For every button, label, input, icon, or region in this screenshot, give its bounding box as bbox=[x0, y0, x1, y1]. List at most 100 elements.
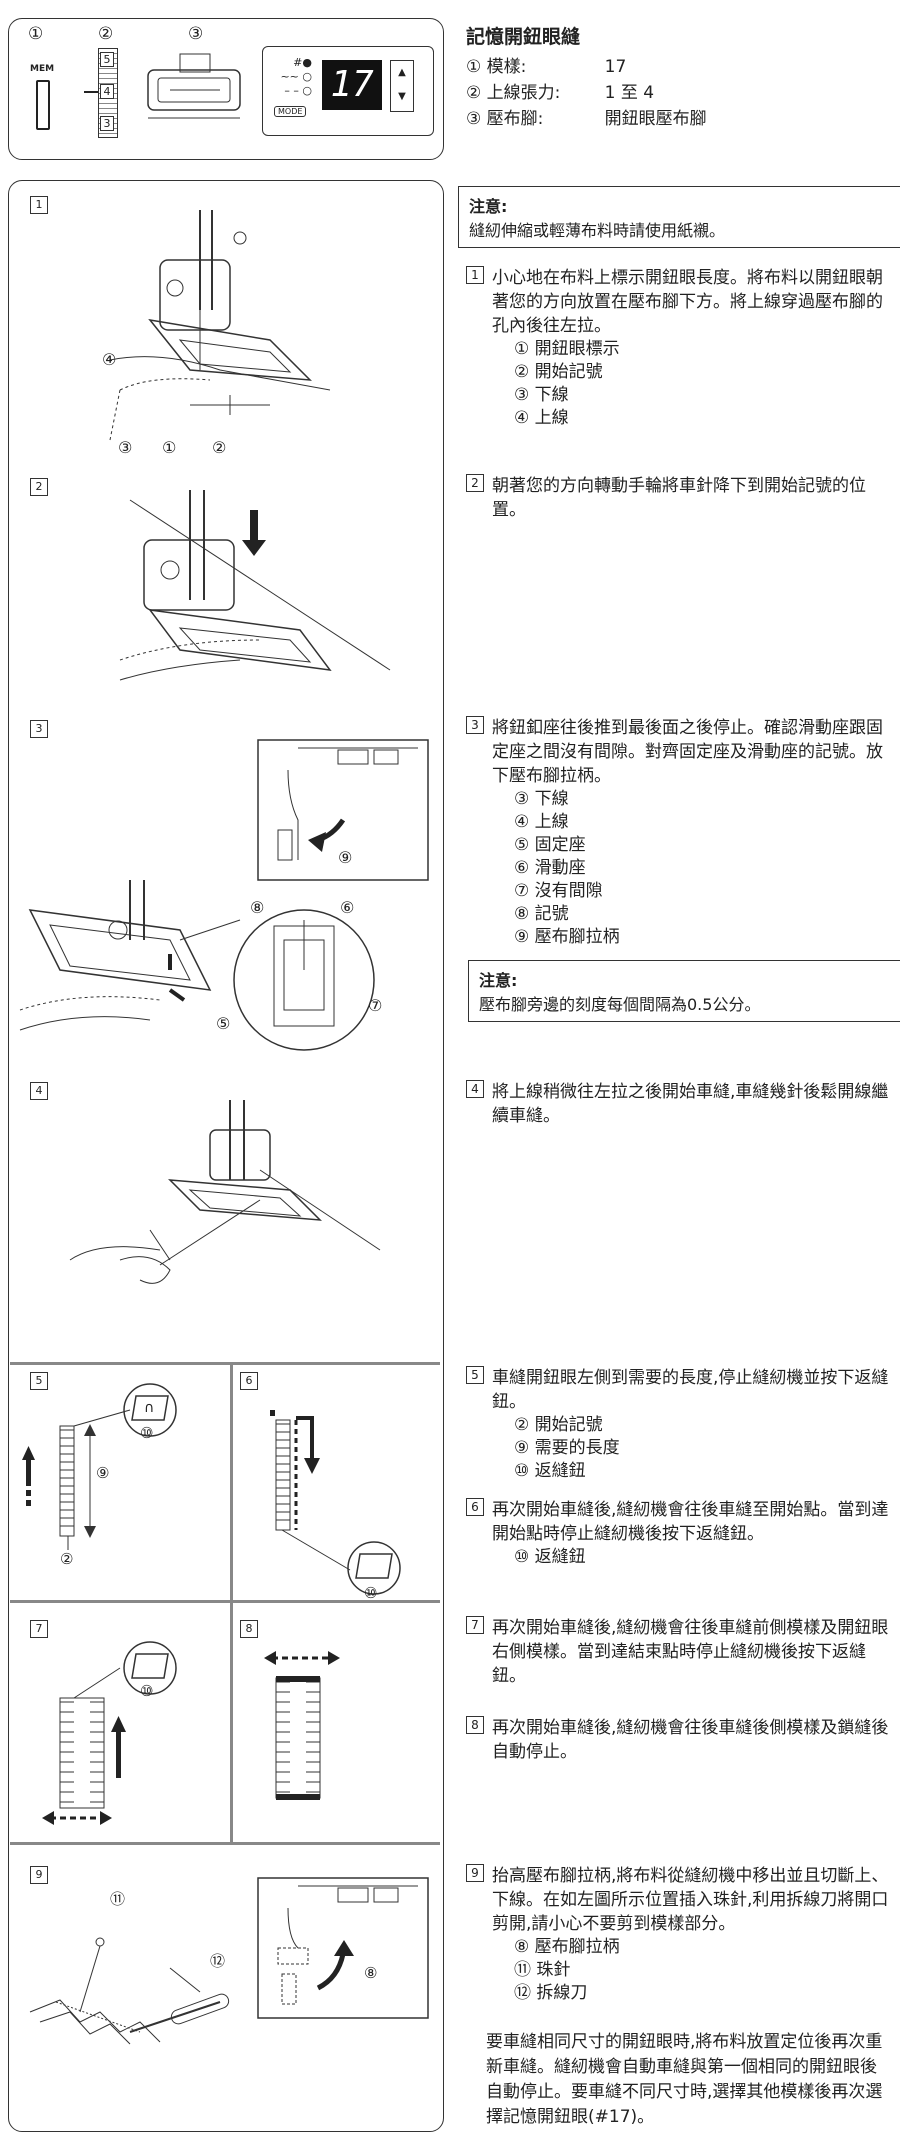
fig-tag-2: 2 bbox=[30, 478, 48, 496]
step-9-item: ⑪ 珠針 bbox=[514, 1960, 571, 1980]
note-1-title: 注意: bbox=[469, 197, 508, 216]
step-1-item: ③ 下線 bbox=[514, 385, 569, 405]
control-panel bbox=[262, 46, 434, 136]
step-5-item: ② 開始記號 bbox=[514, 1415, 603, 1435]
fig1-illustration bbox=[109, 210, 331, 441]
fig-grid-hline-2 bbox=[10, 1600, 440, 1603]
step-1-item: ④ 上線 bbox=[514, 408, 569, 428]
fig5-callout-9: ⑨ bbox=[96, 1464, 110, 1482]
step-1: 1 小心地在布料上標示開鈕眼長度。將布料以開鈕眼朝著您的方向放置在壓布腳下方。將上… bbox=[466, 266, 896, 430]
fig3-callout-5: ⑤ bbox=[216, 1014, 231, 1033]
up-down-buttons: ▲▼ bbox=[390, 60, 414, 112]
fig-tag-3: 3 bbox=[30, 720, 48, 738]
header-fig-label-1: ① bbox=[28, 24, 44, 44]
fig3-callout-8: ⑧ bbox=[250, 898, 265, 917]
step-3-item: ⑨ 壓布腳拉柄 bbox=[514, 927, 620, 947]
step-1-item: ② 開始記號 bbox=[514, 362, 603, 382]
step-8: 8 再次開始車縫後,縫紉機會往後車縫後側模樣及鎖縫後自動停止。 bbox=[466, 1716, 896, 1764]
step-1-text: 小心地在布料上標示開鈕眼長度。將布料以開鈕眼朝著您的方向放置在壓布腳下方。將上線… bbox=[492, 268, 883, 336]
mode-button: MODE bbox=[274, 106, 307, 117]
final-paragraph: 要車縫相同尺寸的開鈕眼時,將布料放置定位後再次重新車縫。縫紉機會自動車縫與第一個… bbox=[486, 2032, 883, 2127]
fig3-illustration bbox=[19, 880, 375, 1051]
step-3-item: ⑧ 記號 bbox=[514, 904, 569, 924]
fig-tag-4: 4 bbox=[30, 1082, 48, 1100]
step-3-number: 3 bbox=[466, 716, 484, 734]
step-4-text: 將上線稍微往左拉之後開始車縫,車縫幾針後鬆開線繼續車縫。 bbox=[492, 1082, 889, 1126]
tension-mark-4: 4 bbox=[100, 84, 114, 99]
step-6-text: 再次開始車縫後,縫紉機會往後車縫至開始點。當到達開始點時停止縫紉機後按下返縫鈕。 bbox=[492, 1500, 889, 1544]
mem-button bbox=[36, 80, 50, 130]
step-9-number: 9 bbox=[466, 1864, 484, 1882]
fig3-callout-7: ⑦ bbox=[368, 996, 383, 1015]
fig-tag-5: 5 bbox=[30, 1372, 48, 1390]
step-5-item: ⑩ 返縫鈕 bbox=[514, 1461, 586, 1481]
fig1-callout-4: ④ bbox=[102, 350, 117, 369]
fig7-illustration bbox=[42, 1641, 177, 1825]
step-3-item: ⑤ 固定座 bbox=[514, 835, 586, 855]
fig5-callout-10: ⑩ bbox=[140, 1424, 154, 1442]
info-row-pattern: ① 模樣:17 bbox=[466, 57, 627, 77]
header-fig-label-3: ③ bbox=[188, 24, 204, 44]
note-2-title: 注意: bbox=[479, 971, 518, 990]
fig-tag-9: 9 bbox=[30, 1866, 48, 1884]
fig2-illustration bbox=[119, 490, 391, 681]
header-fig-label-2: ② bbox=[98, 24, 114, 44]
fig-grid-hline-1 bbox=[10, 1362, 440, 1365]
fig1-callout-3: ③ bbox=[118, 438, 133, 457]
fig3-callout-9: ⑨ bbox=[338, 848, 353, 867]
step-7-text: 再次開始車縫後,縫紉機會往後車縫前側模樣及開鈕眼右側模樣。當到達結束點時停止縫紉… bbox=[492, 1618, 889, 1686]
step-8-number: 8 bbox=[466, 1716, 484, 1734]
step-2-text: 朝著您的方向轉動手輪將車針降下到開始記號的位置。 bbox=[492, 476, 866, 520]
stitch-symbols: #●~~ ○– – ○ bbox=[280, 56, 312, 97]
step-6-item: ⑩ 返縫鈕 bbox=[514, 1547, 586, 1567]
fig4-illustration bbox=[69, 1100, 381, 1284]
fig5-illustration bbox=[22, 1383, 177, 1550]
fig-tag-7: 7 bbox=[30, 1620, 48, 1638]
fig9-callout-8: ⑧ bbox=[364, 1964, 378, 1982]
fig5-callout-2: ② bbox=[60, 1550, 74, 1568]
fig-tag-8: 8 bbox=[240, 1620, 258, 1638]
step-9: 9 抬高壓布腳拉柄,將布料從縫紉機中移出並且切斷上、下線。在如左圖所示位置插入珠針… bbox=[466, 1864, 896, 2005]
step-3-item: ⑦ 沒有間隙 bbox=[514, 881, 603, 901]
step-3-text: 將鈕釦座往後推到最後面之後停止。確認滑動座跟固定座之間沒有間隙。對齊固定座及滑動… bbox=[492, 718, 883, 786]
fig9-inset bbox=[257, 1877, 429, 2019]
info-row-tension: ② 上線張力:1 至 4 bbox=[466, 83, 655, 103]
tension-mark-5: 5 bbox=[100, 52, 114, 67]
fig1-callout-2: ② bbox=[212, 438, 227, 457]
fig-grid-hline-3 bbox=[10, 1842, 440, 1845]
page-title: 記憶開鈕眼縫 bbox=[466, 26, 581, 48]
step-3: 3 將鈕釦座往後推到最後面之後停止。確認滑動座跟固定座之間沒有間隙。對齊固定座及滑… bbox=[466, 716, 896, 949]
step-9-item: ⑫ 拆線刀 bbox=[514, 1983, 588, 2003]
note-1-text: 縫紉伸縮或輕薄布料時請使用紙襯。 bbox=[469, 221, 726, 240]
step-3-item: ③ 下線 bbox=[514, 789, 569, 809]
tension-pointer bbox=[84, 91, 98, 93]
fig-tag-1: 1 bbox=[30, 196, 48, 214]
note-2-text: 壓布腳旁邊的刻度每個間隔為0.5公分。 bbox=[479, 995, 761, 1014]
step-8-text: 再次開始車縫後,縫紉機會往後車縫後側模樣及鎖縫後自動停止。 bbox=[492, 1718, 889, 1762]
header-info: ① 模樣:17 ② 上線張力:1 至 4 ③ 壓布腳:開鈕眼壓布腳 bbox=[466, 54, 707, 132]
fig6-illustration bbox=[270, 1410, 401, 1595]
step-3-item: ⑥ 滑動座 bbox=[514, 858, 586, 878]
fig3-inset bbox=[257, 739, 429, 881]
fig9-illustration bbox=[29, 1937, 230, 2045]
info-row-foot: ③ 壓布腳:開鈕眼壓布腳 bbox=[466, 109, 707, 129]
fig9-callout-12: ⑫ bbox=[210, 1952, 226, 1970]
step-9-text: 抬高壓布腳拉柄,將布料從縫紉機中移出並且切斷上、下線。在如左圖所示位置插入珠針,… bbox=[492, 1866, 889, 1934]
fig8-illustration bbox=[264, 1651, 340, 1800]
fig9-callout-11: ⑪ bbox=[110, 1890, 126, 1908]
step-9-item: ⑧ 壓布腳拉柄 bbox=[514, 1937, 620, 1957]
fig3-callout-6: ⑥ bbox=[340, 898, 355, 917]
step-1-number: 1 bbox=[466, 266, 484, 284]
step-5-number: 5 bbox=[466, 1366, 484, 1384]
fig6-callout-10: ⑩ bbox=[364, 1584, 378, 1602]
fig1-callout-1: ① bbox=[162, 438, 177, 457]
pattern-display: 17 bbox=[322, 60, 382, 110]
step-4-number: 4 bbox=[466, 1080, 484, 1098]
step-3-item: ④ 上線 bbox=[514, 812, 569, 832]
tension-mark-3: 3 bbox=[100, 116, 114, 131]
fig-tag-6: 6 bbox=[240, 1372, 258, 1390]
note-box-2: 注意: 壓布腳旁邊的刻度每個間隔為0.5公分。 bbox=[468, 960, 900, 1022]
fig5-reverse-icon: ∩ bbox=[144, 1400, 155, 1416]
